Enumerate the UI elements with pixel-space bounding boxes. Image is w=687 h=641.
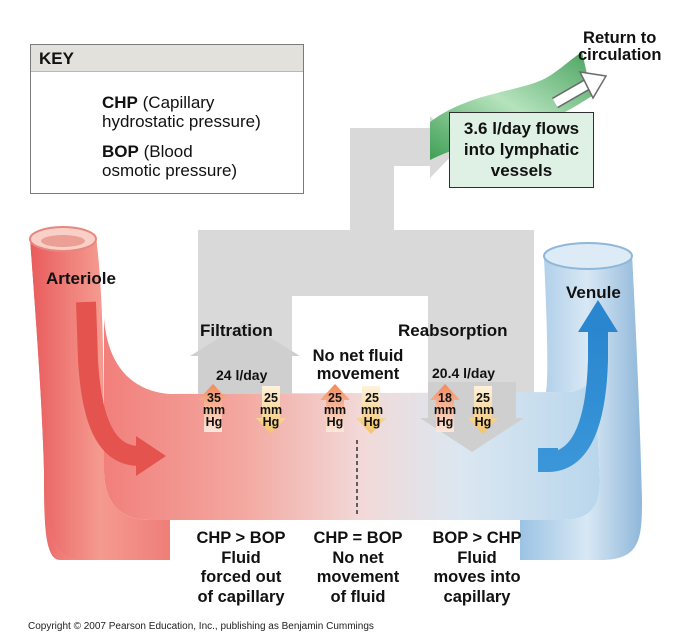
key-title: KEY (31, 45, 303, 72)
venule-label: Venule (566, 283, 621, 302)
equilibrium-bop-value: 25 mm Hg (360, 391, 384, 429)
filtration-rate: 24 l/day (216, 367, 268, 383)
key-bop-text: BOP (Blood osmotic pressure) (102, 142, 237, 180)
capillary (104, 318, 600, 520)
return-arrow (552, 71, 608, 109)
filtration-chp-value: 35 mm Hg (202, 391, 226, 429)
filtration-title: Filtration (200, 321, 273, 340)
key-chp-abbr: CHP (102, 93, 138, 112)
equilibrium-chp-arrow (320, 384, 350, 432)
reabsorption-caption: BOP > CHP Fluid moves into capillary (432, 529, 522, 606)
filtration-caption: CHP > BOP Fluid forced out of capillary (196, 529, 286, 606)
key-chp-line1: (Capillary (142, 93, 215, 112)
filtration-bop-value: 25 mm Hg (259, 391, 283, 429)
filtration-bop-arrow (256, 386, 286, 434)
equilibrium-caption: CHP = BOP No net movement of fluid (313, 529, 403, 606)
equilibrium-chp-value: 25 mm Hg (323, 391, 347, 429)
reabsorption-bop-value: 25 mm Hg (471, 391, 495, 429)
reabsorption-chp-value: 18 mm Hg (433, 391, 457, 429)
key-chp-text: CHP (Capillary hydrostatic pressure) (102, 93, 261, 131)
reabsorption-rate: 20.4 l/day (432, 365, 496, 381)
reabsorption-chp-arrow (430, 384, 460, 432)
key-legend: KEY (30, 44, 304, 194)
lymphatic-flow-box: 3.6 l/day flows into lymphatic vessels (449, 112, 594, 188)
equilibrium-bop-arrow (356, 386, 386, 434)
filtration-gray-arrow (190, 322, 300, 394)
key-bop-abbr: BOP (102, 142, 139, 161)
reabsorption-bop-arrow (468, 386, 498, 434)
no-net-movement-title: No net fluid movement (312, 347, 404, 383)
key-bop-line1: (Blood (143, 142, 193, 161)
return-to-circulation-label: Return to circulation (578, 29, 662, 65)
arteriole-label: Arteriole (46, 269, 116, 288)
filtration-chp-arrow (198, 384, 228, 432)
pressure-arrows (198, 384, 498, 434)
copyright-notice: Copyright © 2007 Pearson Education, Inc.… (28, 621, 374, 632)
venule-flow-arrow (538, 300, 618, 473)
key-chp-line2: hydrostatic pressure) (102, 112, 261, 131)
key-bop-line2: osmotic pressure) (102, 161, 238, 180)
arteriole-flow-arrow (76, 301, 166, 476)
gray-flow-paths (198, 116, 534, 398)
venule-opening (543, 242, 633, 270)
reabsorption-title: Reabsorption (398, 321, 508, 340)
arteriole-lumen (41, 235, 85, 247)
